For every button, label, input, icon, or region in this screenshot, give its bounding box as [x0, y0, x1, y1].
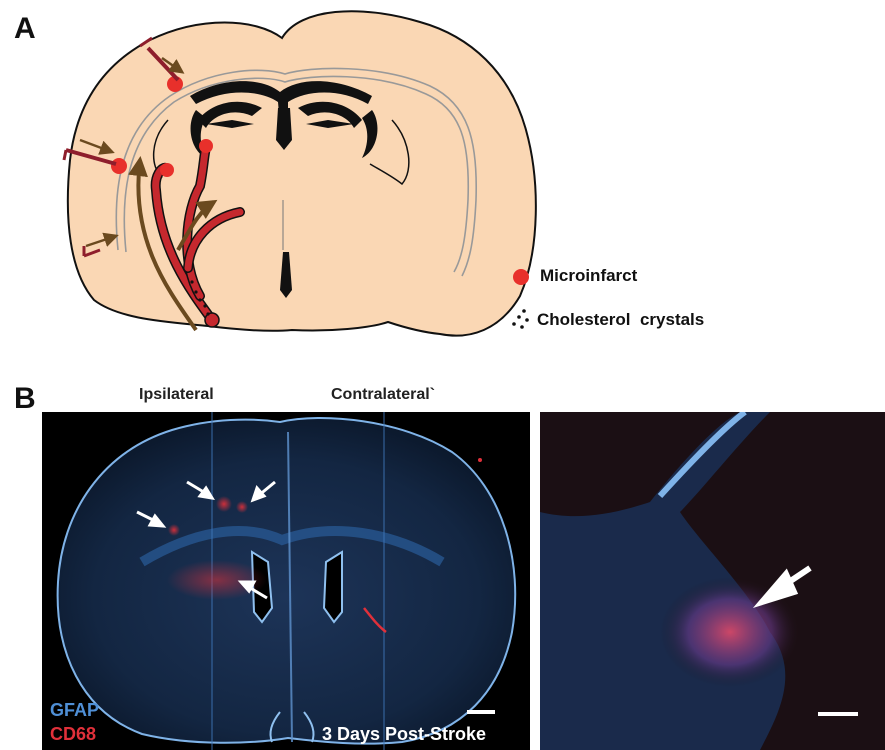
legend-microinfarct-symbol: [513, 269, 529, 285]
microinfarct-dot: [199, 139, 213, 153]
legend-cholesterol-label: Cholesterol crystals: [537, 310, 704, 330]
microinfarct-dot: [160, 163, 174, 177]
legend-microinfarct-label: Microinfarct: [540, 266, 637, 286]
cd68-label: CD68: [50, 724, 96, 745]
ipsilateral-label: Ipsilateral: [139, 386, 214, 404]
fluorescence-image-overview: [42, 412, 530, 750]
legend-crystal-symbol: [512, 309, 529, 329]
fluorescence-image-zoom: [540, 412, 885, 750]
microinfarct-dot: [111, 158, 127, 174]
timepoint-label: 3 Days Post-Stroke: [322, 724, 486, 745]
gfap-label: GFAP: [50, 700, 99, 721]
contralateral-label: Contralateral`: [331, 386, 435, 404]
